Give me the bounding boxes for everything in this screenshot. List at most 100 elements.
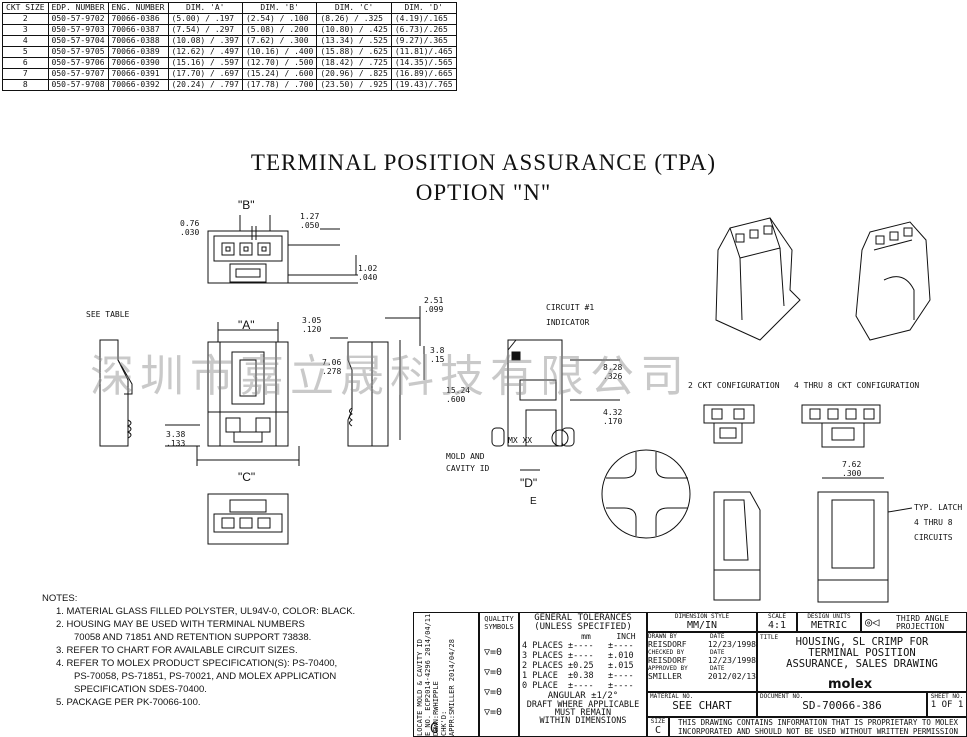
projection-cell: ◎◁ THIRD ANGLE PROJECTION	[861, 612, 967, 632]
revision-line: DRWN:RWHIPPLE	[432, 681, 440, 736]
draft-note-2: MUST REMAIN	[554, 708, 612, 718]
tolerance-cell: ±----	[568, 641, 594, 651]
typ-latch-label-3: CIRCUITS	[914, 533, 953, 542]
document-header: DOCUMENT NO.	[760, 693, 804, 700]
size-cell: SIZE C	[647, 717, 669, 737]
draft-note-3: WITHIN DIMENSIONS	[539, 716, 627, 726]
detail-view	[601, 449, 691, 539]
tol-inch-header: INCH	[616, 632, 636, 641]
chart-cell: (23.50) / .925	[316, 79, 392, 91]
chart-cell: (17.78) / .700	[241, 79, 318, 91]
circuit-indicator-label-1: CIRCUIT #1	[546, 303, 595, 312]
dimension-style-cell: DIMENSION STYLE MM/IN	[647, 612, 757, 632]
mold-cavity-label-2: CAVITY ID	[446, 464, 490, 473]
tolerance-row: 4 PLACES ±---- ±----	[520, 641, 646, 651]
rear-view	[491, 339, 620, 471]
document-cell: DOCUMENT NO. SD-70066-386	[757, 692, 927, 717]
scale-cell: SCALE 4:1	[757, 612, 797, 632]
dim-3-05: 3.05.120	[302, 316, 322, 334]
checked-date-value: 12/23/1998	[707, 656, 756, 665]
isometric-view-rear	[855, 221, 931, 341]
title-line-1: HOUSING, SL CRIMP FOR	[795, 636, 929, 648]
projection-value: THIRD ANGLE PROJECTION	[896, 614, 949, 631]
config-2ckt-view	[703, 404, 755, 444]
see-table-label: SEE TABLE	[86, 310, 130, 319]
date-header: DATE	[710, 649, 725, 656]
isometric-view-front	[715, 217, 801, 341]
tolerance-cell: 0 PLACE	[522, 681, 558, 691]
angular-tolerance: ANGULAR ±1/2°	[547, 691, 619, 701]
document-value: SD-70066-386	[802, 699, 882, 712]
approved-by-value: SMILLER	[648, 672, 682, 681]
design-units-cell: DESIGN UNITS METRIC	[797, 612, 861, 632]
tolerance-cell: ±----	[608, 681, 634, 691]
material-cell: MATERIAL NO. SEE CHART	[647, 692, 757, 717]
tolerance-row: 1 PLACE±0.38±----	[520, 671, 646, 681]
note-item: SPECIFICATION SDES-70400.	[74, 684, 207, 695]
approved-by-header: APPROVED BY	[648, 665, 688, 672]
dimension-style-header: DIMENSION STYLE	[674, 613, 730, 620]
proprietary-notice: THIS DRAWING CONTAINS INFORMATION THAT I…	[669, 717, 967, 737]
config-2ckt-label: 2 CKT CONFIGURATION	[688, 381, 780, 390]
view-e-label: E	[530, 496, 537, 507]
dim-8-28: 8.28.326	[603, 363, 623, 381]
dim-b-label: "B"	[238, 198, 255, 212]
material-header: MATERIAL NO.	[650, 693, 694, 700]
tolerance-row: 0 PLACE±----±----	[520, 681, 646, 691]
dim-15-24: 15.24.600	[446, 386, 471, 404]
chart-cell: 050-57-9708	[47, 79, 109, 91]
tolerance-cell: ±0.25	[568, 661, 594, 671]
dim-1-02: 1.02.040	[358, 264, 378, 282]
checked-by-header: CHECKED BY	[648, 649, 685, 656]
dim-d-label: "D"	[520, 476, 538, 490]
typ-latch-label-2: 4 THRU 8	[914, 518, 953, 527]
drawn-by-header: DRAWN BY	[648, 633, 677, 640]
tolerance-cell: 2 PLACES	[522, 661, 563, 671]
drawing-title-line2: OPTION "N"	[415, 180, 552, 205]
design-units-header: DESIGN UNITS	[807, 613, 851, 620]
bottom-view	[207, 493, 289, 545]
dim-1-27: 1.27.050	[300, 212, 320, 230]
tolerance-row: 3 PLACES±----±.010	[520, 651, 646, 661]
latch-view-right	[817, 477, 913, 603]
side-view-right	[330, 306, 425, 447]
title-header: TITLE	[760, 634, 779, 641]
sheet-cell: SHEET NO. 1 OF 1	[927, 692, 967, 717]
mold-cavity-label-1: MOLD AND	[446, 452, 485, 461]
unless-specified-label: (UNLESS SPECIFIED)	[534, 622, 632, 632]
dim-3-8: 3.8.15	[430, 346, 445, 364]
tolerance-cell: 1 PLACE	[522, 671, 558, 681]
draft-note-1: DRAFT WHERE APPLICABLE	[526, 700, 640, 710]
dim-4-32: 4.32.170	[603, 408, 623, 426]
notes-block: NOTES: 1. MATERIAL GLASS FILLED POLYSTER…	[42, 592, 355, 709]
material-value: SEE CHART	[672, 699, 732, 712]
config-4to8-label: 4 THRU 8 CKT CONFIGURATION	[794, 381, 920, 390]
note-item: 4. REFER TO MOLEX PRODUCT SPECIFICATION(…	[56, 658, 338, 669]
size-value: C	[654, 725, 662, 736]
tolerance-cell: ±.015	[608, 661, 634, 671]
tolerance-cell: 3 PLACES	[522, 651, 563, 661]
design-units-value: METRIC	[810, 620, 848, 631]
tolerance-cell: 4 PLACES	[522, 641, 563, 651]
revision-letter: G	[430, 721, 439, 737]
config-4to8-view	[801, 404, 881, 448]
watermark-text: 深圳市嘉立晟科技有限公司	[90, 351, 690, 402]
revision-strip: LOCATE MOLD & CAVITY ID E NO. ECP2014-42…	[413, 612, 479, 737]
proprietary-line-2: INCORPORATED AND SHOULD NOT BE USED WITH…	[678, 727, 958, 736]
note-item: PS-70058, PS-71851, PS-70021, AND MOLEX …	[74, 671, 337, 682]
checked-by-value: REISDORF	[648, 656, 687, 665]
quality-symbols-column: QUALITY SYMBOLS ▽=0▽=0▽=0▽=0	[479, 612, 519, 737]
dim-7-06: 7.06.278	[322, 358, 342, 376]
typ-latch-label-1: TYP. LATCH	[914, 503, 963, 512]
size-header: SIZE	[650, 718, 666, 725]
tol-mm-header: mm	[581, 632, 591, 641]
molex-logo: molex	[828, 677, 873, 692]
chart-cell: (19.43)/.765	[390, 79, 457, 91]
revision-line: CHK'D:	[440, 710, 448, 736]
tolerance-cell: ±----	[608, 641, 634, 651]
signatures-block: DRAWN BY DATE REISDORF 12/23/1998 CHECKED …	[647, 632, 757, 692]
tolerance-cell: ±.010	[608, 651, 634, 661]
top-view	[207, 215, 358, 284]
